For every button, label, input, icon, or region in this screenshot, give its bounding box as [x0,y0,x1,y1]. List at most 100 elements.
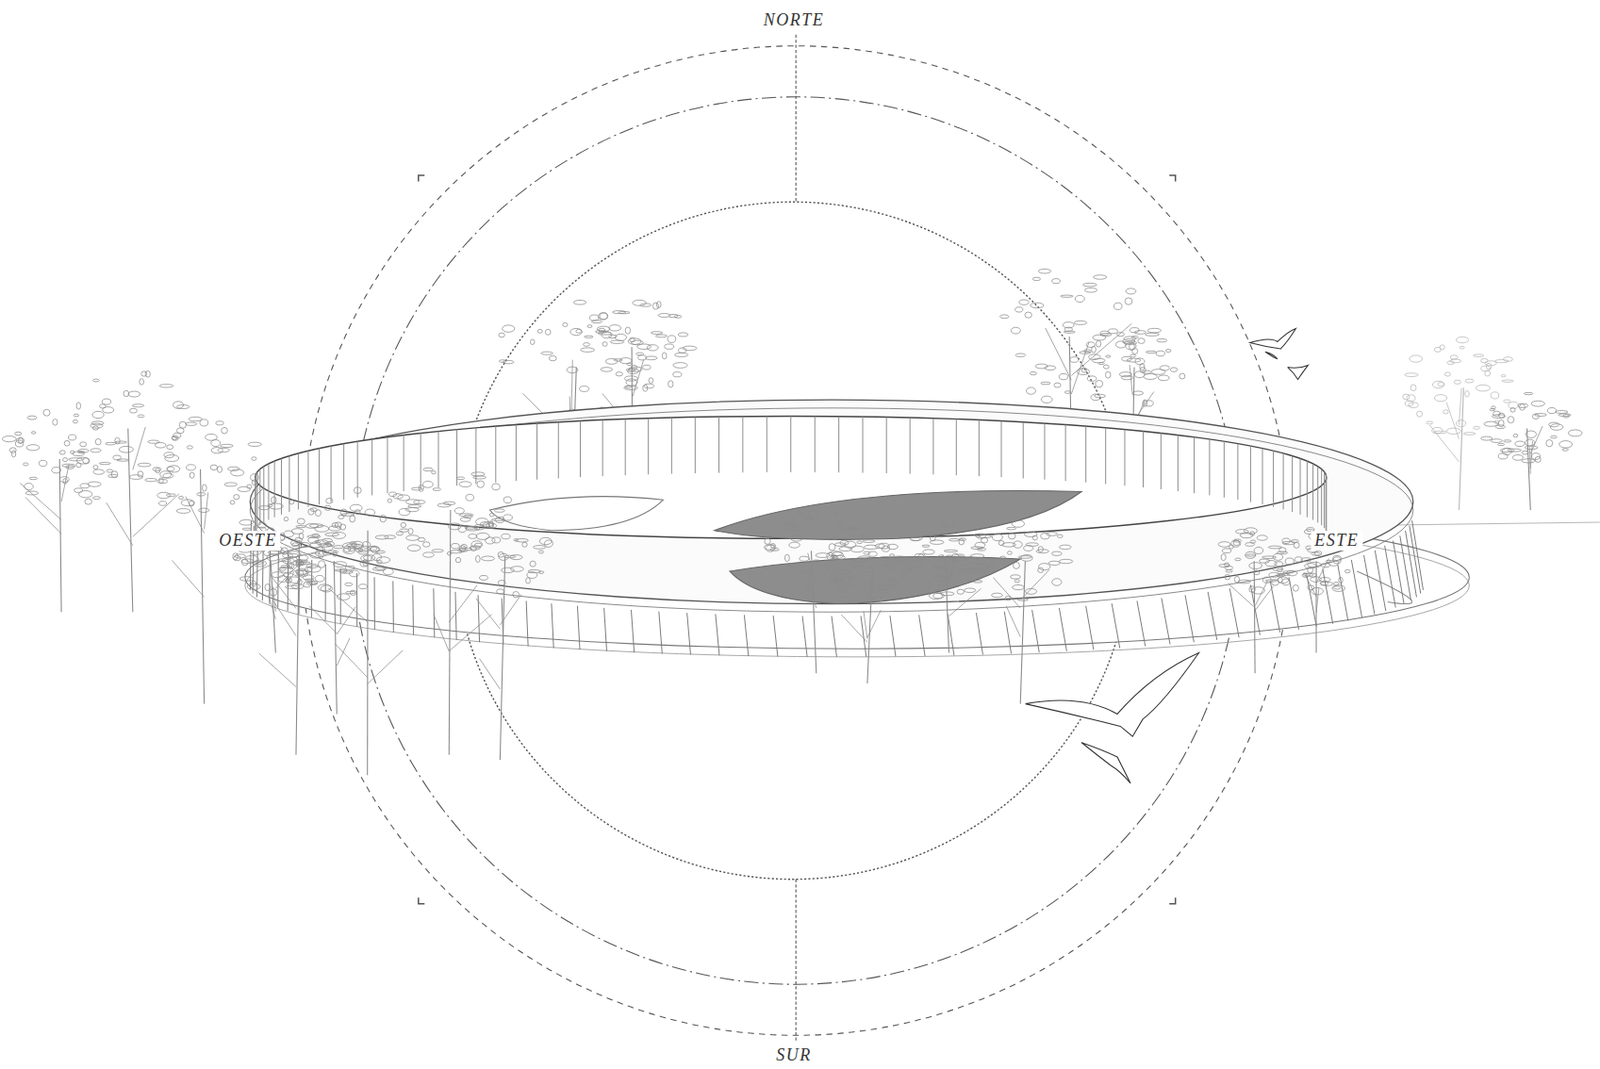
leaf-cluster [1013,541,1023,548]
leaf-cluster [626,368,636,372]
leaf-cluster [1434,395,1447,402]
leaf-cluster [1311,552,1320,556]
leaf-cluster [1290,540,1300,544]
leaf-cluster [491,518,505,521]
leaf-cluster [1432,427,1443,434]
glazing-mullion [602,420,604,478]
leaf-cluster [1534,456,1541,462]
leaf-cluster [446,551,451,556]
leaf-cluster [1170,367,1177,373]
leaf-cluster [941,524,948,528]
leaf-cluster [164,455,180,462]
tree-branch [19,482,62,520]
leaf-cluster [128,391,141,397]
glazing-mullion [1085,426,1087,483]
leaf-cluster [324,505,331,511]
leaf-cluster [395,531,403,536]
column-rows [249,415,1423,657]
leaf-cluster [502,360,514,363]
glazing-mullion [515,425,517,482]
glazing-mullion [263,466,264,524]
leaf-cluster [668,380,674,388]
leaf-cluster [328,550,339,554]
leaf-cluster [625,385,632,389]
leaf-cluster [829,556,839,561]
glazing-mullion [978,420,980,478]
leaf-cluster [22,462,29,466]
leaf-cluster [349,590,357,595]
leaf-cluster [59,450,66,455]
leaf-cluster [1333,557,1341,564]
leaf-cluster [318,560,326,569]
leaf-cluster [198,508,210,512]
leaf-cluster [145,478,158,481]
glazing-mullion [255,474,257,531]
tree-branch [1429,425,1459,462]
leaf-cluster [364,509,376,516]
leaf-cluster [1432,380,1445,388]
glazing-mullion [1223,441,1225,498]
leaf-cluster [336,593,350,601]
leaf-cluster [349,515,356,523]
leaf-cluster [331,522,339,528]
tree [763,510,871,675]
leaf-cluster [398,508,411,515]
leaf-cluster [1084,287,1097,293]
leaf-cluster [999,556,1006,561]
glazing-mullion [403,435,405,493]
leaf-cluster [1489,408,1496,411]
leaf-cluster [25,491,38,495]
leaf-cluster [1091,346,1097,353]
leaf-cluster [879,589,889,594]
leaf-cluster [664,344,675,349]
leaf-cluster [271,572,284,578]
leaf-cluster [1507,416,1515,424]
leaf-cluster [283,573,294,578]
tree-branch [476,598,501,629]
leaf-cluster [495,516,505,523]
leaf-cluster [379,514,386,523]
tree [1,409,120,612]
glazing-mullion [718,416,720,474]
leaf-cluster [172,436,178,441]
leaf-cluster [1550,435,1557,438]
leaf-cluster [473,476,487,479]
leaf-cluster [954,554,965,558]
glazing-mullion [647,418,649,476]
leaf-cluster [18,437,24,445]
leaf-cluster [468,534,478,540]
leaf-cluster [1503,399,1511,403]
leaf-cluster [940,564,951,569]
leaf-cluster [1567,429,1583,437]
ground-line [1372,522,1600,526]
leaf-cluster [73,413,80,417]
column [287,550,290,611]
leaf-cluster [278,559,291,562]
leaf-cluster [1225,570,1233,574]
leaf-cluster [1044,365,1056,371]
leaf-cluster [1265,579,1277,582]
leaf-cluster [584,335,594,338]
leaf-cluster [1417,411,1423,417]
leaf-cluster [802,517,814,521]
glazing-mullion [1105,428,1106,485]
north-axis [795,34,797,202]
leaf-cluster [1052,279,1061,284]
leaf-cluster [970,554,984,559]
leaf-cluster [476,532,490,540]
leaf-cluster [1017,598,1029,601]
tree-branch [1045,328,1073,380]
compass-label: NORTE [759,10,829,32]
leaf-cluster [1073,320,1088,325]
leaf-cluster [1023,545,1034,552]
leaf-cluster [587,325,593,329]
tree-branch [1459,388,1463,426]
leaf-cluster [1015,353,1026,357]
column [1207,592,1218,641]
leaf-cluster [868,551,877,557]
leaf-cluster [1319,581,1334,586]
leaf-cluster [1114,302,1123,310]
leaf-cluster [465,526,480,531]
path-curve [1356,571,1412,605]
leaf-cluster [1059,544,1073,550]
